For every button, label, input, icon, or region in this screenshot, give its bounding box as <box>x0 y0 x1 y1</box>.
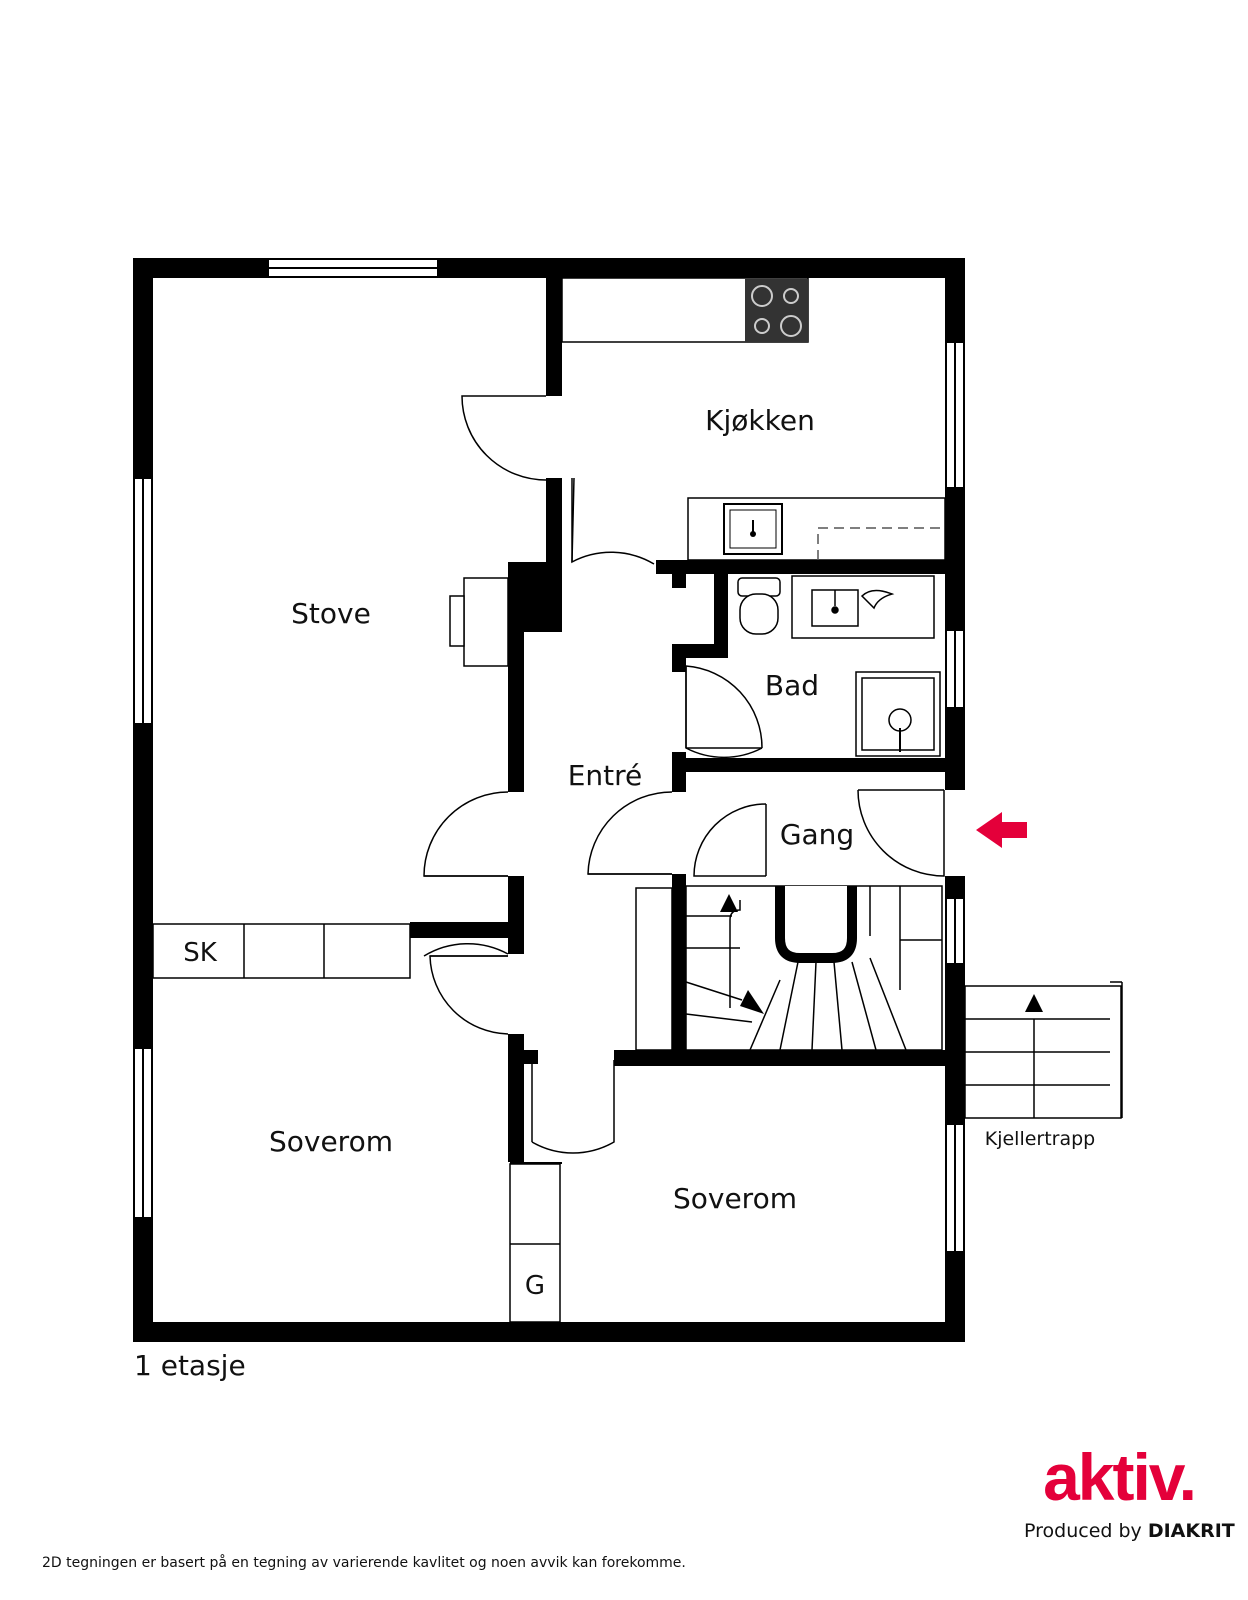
front-door-opening <box>945 790 965 876</box>
entrance-arrow-icon <box>976 812 1027 848</box>
fireplace <box>449 577 509 667</box>
windows <box>133 258 965 1253</box>
doors <box>423 395 945 1154</box>
staircase <box>635 885 943 1051</box>
floor-label: 1 etasje <box>134 1349 246 1382</box>
closet-sk <box>152 923 411 979</box>
aktiv-logo: aktiv. <box>1043 1440 1197 1514</box>
bathroom-fixtures <box>737 575 941 757</box>
brand-logo: aktiv. Produced by DIAKRIT <box>1024 1440 1235 1542</box>
produced-by-credit: Produced by DIAKRIT <box>1024 1520 1235 1542</box>
kitchen-fixtures <box>561 277 946 561</box>
room-label-bedroom-left: Soverom <box>269 1125 393 1158</box>
room-label-living: Stove <box>291 597 371 630</box>
disclaimer-text: 2D tegningen er basert på en tegning av … <box>42 1555 686 1571</box>
room-label-closet-sk: SK <box>183 938 218 968</box>
closet-g <box>509 1163 561 1323</box>
room-label-bedroom-right: Soverom <box>673 1182 797 1215</box>
room-label-hall: Gang <box>780 818 854 851</box>
basement-stairs <box>964 981 1123 1119</box>
closets <box>152 923 561 1323</box>
room-label-closet-g: G <box>525 1271 545 1301</box>
producer-name: DIAKRIT <box>1147 1520 1235 1542</box>
produced-by-prefix: Produced by <box>1024 1520 1148 1542</box>
room-label-kitchen: Kjøkken <box>705 404 815 437</box>
basement-stairs-label: Kjellertrapp <box>985 1128 1096 1150</box>
interior-walls <box>410 278 965 1164</box>
room-label-bath: Bad <box>765 669 819 702</box>
toilet <box>739 593 779 635</box>
room-label-entry: Entré <box>568 759 643 792</box>
